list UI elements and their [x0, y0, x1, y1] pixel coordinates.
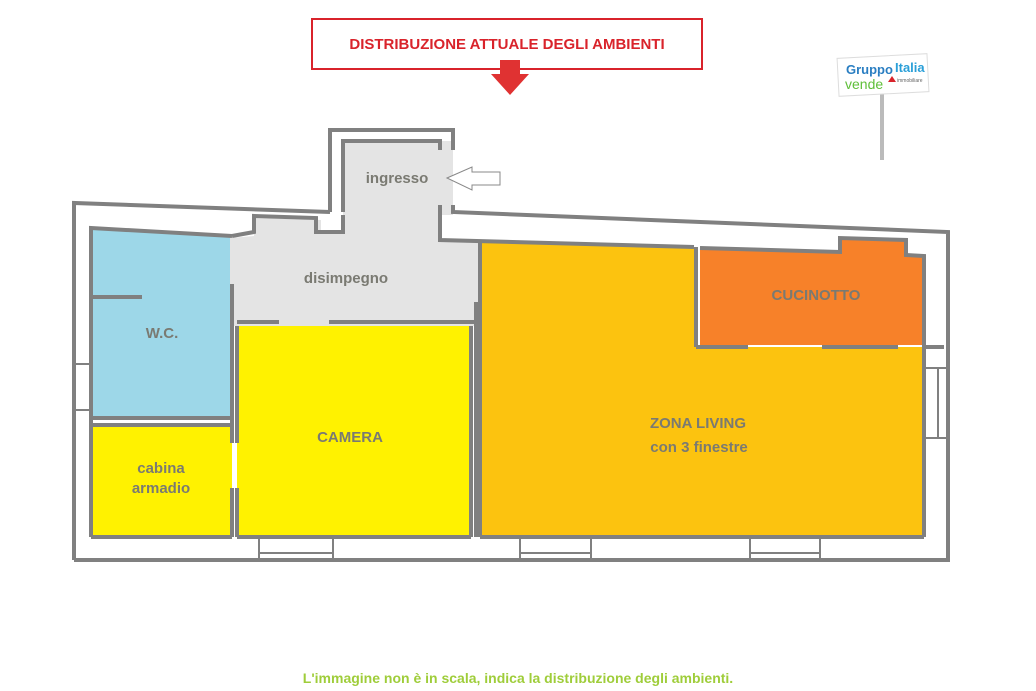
room-ingresso [230, 141, 480, 326]
label-ingresso: ingresso [366, 170, 429, 187]
windows [73, 363, 949, 561]
window [73, 363, 92, 411]
arrow-down-icon [491, 60, 529, 95]
label-cucinotto: CUCINOTTO [772, 287, 861, 304]
logo-text-italia: Italia [895, 60, 925, 75]
window [749, 536, 821, 561]
room-wc [91, 228, 230, 418]
room-cabina [91, 425, 232, 537]
logo-text-vende: vende [845, 76, 883, 92]
disclaimer-footer: L'immagine non è in scala, indica la dis… [302, 670, 734, 686]
logo-text-gruppo: Gruppo [846, 62, 893, 77]
window [258, 536, 334, 561]
entry-arrow-icon [445, 166, 501, 191]
plan-title: DISTRIBUZIONE ATTUALE DEGLI AMBIENTI [349, 35, 665, 53]
room-camera [237, 326, 471, 537]
logo-text-sub: immobiliare [897, 78, 923, 84]
label-cabina-1: cabina [137, 460, 185, 477]
logo: Gruppo Italia vende immobiliare [836, 53, 930, 160]
label-living-2: con 3 finestre [650, 439, 748, 456]
room-living [480, 241, 924, 537]
window [519, 536, 592, 561]
label-cabina-2: armadio [132, 480, 190, 497]
label-living-1: ZONA LIVING [650, 415, 746, 432]
label-disimpegno: disimpegno [304, 270, 388, 287]
walls [72, 128, 950, 562]
window [923, 367, 949, 439]
room-cucinotto [700, 238, 924, 345]
label-wc: W.C. [146, 325, 179, 342]
logo-triangle-icon [888, 76, 896, 82]
label-camera: CAMERA [317, 429, 383, 446]
